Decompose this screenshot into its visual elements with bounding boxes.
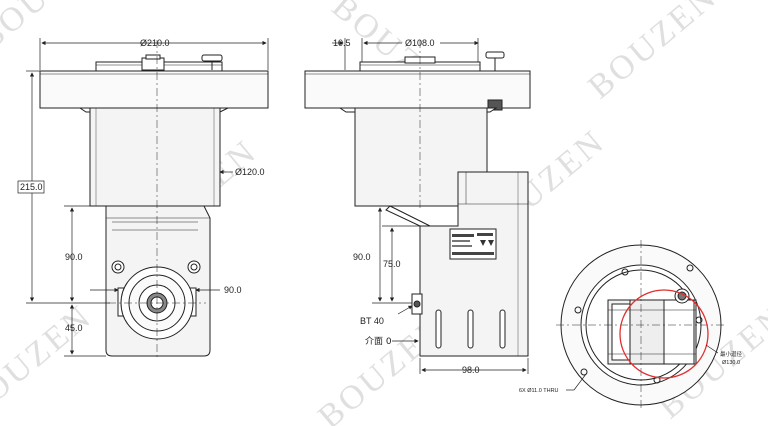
side-dimensions	[332, 38, 529, 374]
bolt-hole	[574, 306, 582, 314]
label-holder: BT 40	[360, 316, 384, 326]
dim-body-dia: Ø120.0	[235, 167, 265, 177]
watermark-text: BOUZEN	[581, 0, 724, 106]
dim-height-total: 215.0	[20, 182, 43, 192]
dim-side-width: 98.0	[462, 365, 480, 375]
front-side-hole	[111, 260, 125, 274]
front-side-hole	[187, 260, 201, 274]
label-min-radius: 最小迴径	[720, 350, 743, 358]
bottom-dimensions	[566, 344, 719, 391]
dim-front-bottom: 45.0	[65, 323, 83, 333]
side-view	[304, 40, 531, 357]
watermark-text: BOUZEN	[0, 298, 100, 426]
front-flange	[39, 70, 269, 109]
min-radius-circle	[619, 289, 709, 379]
dim-flange-dia: Ø210.0	[140, 38, 170, 48]
front-cylinder	[89, 107, 221, 207]
dim-holes: 6X Ø11.0 THRU	[519, 388, 559, 394]
dim-front-lower: 90.0	[65, 252, 83, 262]
bolt-hole	[686, 264, 694, 272]
dim-side-mid: 75.0	[383, 259, 401, 269]
front-view	[39, 40, 269, 360]
dim-side-offset: 10.5	[333, 38, 351, 48]
watermark-text: BOUZEN	[0, 0, 115, 58]
dim-side-flange-dia: Ø108.0	[405, 38, 435, 48]
bolt-hole	[580, 368, 588, 376]
label-datum: 介面 0	[365, 336, 392, 347]
dim-side-lower: 90.0	[353, 252, 371, 262]
dim-height-box	[17, 180, 45, 194]
dim-min-radius: Ø130.0	[722, 360, 740, 366]
dim-front-side: 90.0	[224, 285, 242, 295]
bolt-hole	[621, 268, 629, 276]
